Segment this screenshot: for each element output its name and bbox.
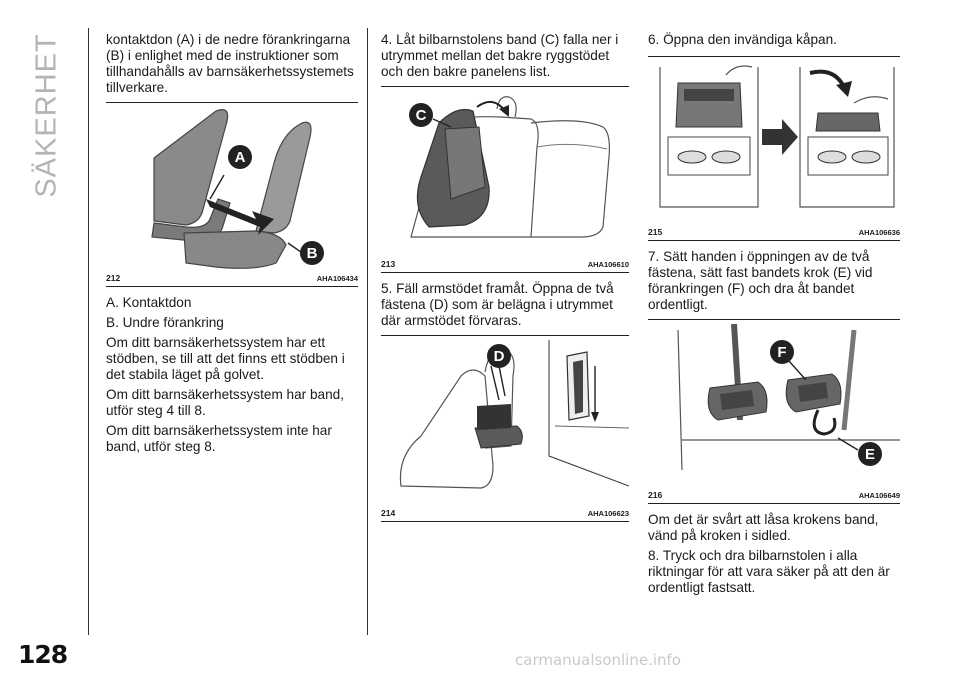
callout-a-label: A — [235, 149, 246, 166]
figure-code: AHA106649 — [858, 490, 900, 500]
list-item-b: B. Undre förankring — [106, 315, 224, 330]
side-divider — [88, 28, 89, 635]
figure-code: AHA106610 — [587, 259, 629, 269]
callout-d-label: D — [494, 348, 505, 365]
figure-214-illustration: D — [399, 340, 629, 489]
hook-tip-text: Om det är svårt att låsa krokens band, v… — [648, 512, 879, 543]
figure-caption: 213 AHA106610 — [381, 257, 629, 273]
column-3: 6. Öppna den invändiga kåpan. 215 AHA — [648, 32, 900, 600]
figure-number: 215 — [648, 227, 663, 237]
callout-f — [770, 340, 794, 364]
section-title: SÄKERHET — [30, 32, 63, 198]
figure-number: 214 — [381, 508, 396, 518]
callout-e-label: E — [865, 446, 875, 463]
figure-number: 213 — [381, 259, 396, 269]
callout-e — [858, 442, 882, 466]
figure-216-illustration: F E — [677, 323, 900, 471]
step-6-text: 6. Öppna den invändiga kåpan. — [648, 32, 837, 47]
figure-code: AHA106636 — [858, 227, 900, 237]
column-1: kontaktdon (A) i de nedre förankringarna… — [106, 32, 358, 459]
list-item-a: A. Kontaktdon — [106, 295, 192, 310]
step-7-text: 7. Sätt handen i öppningen av de två fäs… — [648, 249, 873, 312]
callout-c — [409, 103, 433, 127]
strap-text: Om ditt barnsäkerhetssystem har band, ut… — [106, 387, 344, 418]
figure-caption: 214 AHA106623 — [381, 506, 629, 522]
figure-216: F E 216 AHA106649 — [648, 319, 900, 504]
step-4-text: 4. Låt bilbarnstolens band (C) falla ner… — [381, 32, 619, 79]
no-strap-text: Om ditt barnsäkerhetssystem inte har ban… — [106, 423, 332, 454]
figure-215: 215 AHA106636 — [648, 56, 900, 241]
intro-text: kontaktdon (A) i de nedre förankringarna… — [106, 32, 354, 95]
figure-caption: 215 AHA106636 — [648, 225, 900, 241]
figure-213: C 213 AHA106610 — [381, 86, 629, 273]
watermark: carmanualsonline.info — [515, 651, 681, 669]
figure-caption: 212 AHA106434 — [106, 271, 358, 287]
callout-f-label: F — [777, 344, 786, 361]
figure-caption: 216 AHA106649 — [648, 488, 900, 504]
page-number: 128 — [18, 640, 68, 669]
figure-215-illustration — [659, 65, 895, 208]
callout-d — [487, 344, 511, 368]
figure-212: A B 212 AHA106434 — [106, 102, 358, 287]
figure-code: AHA106434 — [316, 273, 358, 283]
callout-b-label: B — [307, 245, 318, 262]
figure-number: 216 — [648, 490, 663, 500]
figure-code: AHA106623 — [587, 508, 629, 518]
figure-212-illustration: A B — [151, 109, 324, 269]
column-2: 4. Låt bilbarnstolens band (C) falla ner… — [381, 32, 629, 530]
step-8-text: 8. Tryck och dra bilbarnstolen i alla ri… — [648, 548, 890, 595]
figure-number: 212 — [106, 273, 121, 283]
figure-213-illustration: C — [409, 96, 610, 238]
step-5-text: 5. Fäll armstödet framåt. Öppna de två f… — [381, 281, 614, 328]
callout-b — [300, 241, 324, 265]
support-leg-text: Om ditt barnsäkerhetssystem har ett stöd… — [106, 335, 345, 382]
callout-a — [228, 145, 252, 169]
callout-c-label: C — [416, 107, 427, 124]
figure-214: D 214 AHA106623 — [381, 335, 629, 522]
column-divider — [367, 28, 368, 635]
